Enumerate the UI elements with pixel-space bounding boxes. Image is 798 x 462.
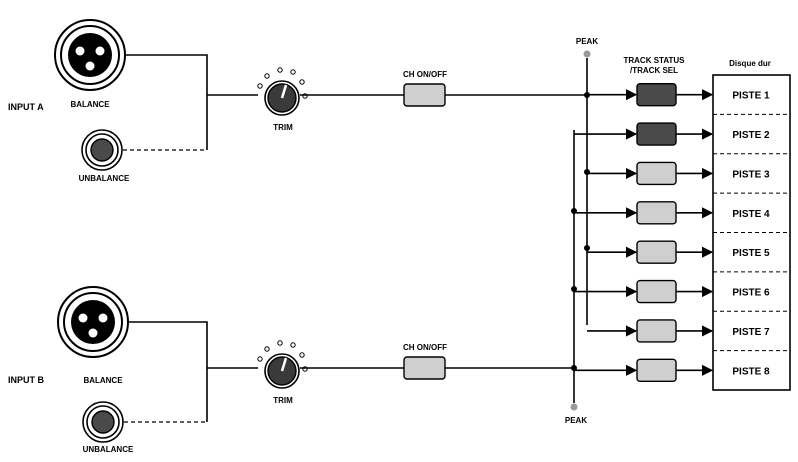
track-label: PISTE 3 — [732, 169, 770, 180]
track-status-button[interactable] — [636, 279, 677, 304]
track-status-button[interactable] — [636, 358, 677, 383]
peak-label-top: PEAK — [576, 37, 598, 46]
unbalance-label: UNBALANCE — [83, 445, 134, 454]
track-label: PISTE 6 — [732, 288, 770, 299]
track-label: PISTE 5 — [732, 248, 770, 259]
track-sel-label: /TRACK SEL — [630, 66, 678, 75]
track-label: PISTE 7 — [732, 327, 770, 338]
peak-label-bottom: PEAK — [565, 416, 587, 425]
disk-label: Disque dur — [729, 59, 771, 68]
track-status-button[interactable] — [636, 82, 677, 107]
track-status-button[interactable] — [636, 201, 677, 225]
ch-on-off-button-b[interactable] — [403, 356, 446, 380]
trim-label: TRIM — [273, 123, 293, 132]
input-a-group: BALANCE UNBALANCE INPUT A TRIM CH ON/OFF — [8, 19, 587, 183]
jack-connector-icon — [82, 401, 124, 443]
track-label: PISTE 2 — [732, 130, 770, 141]
track-status-button[interactable] — [636, 240, 677, 264]
input-b-group: BALANCE UNBALANCE INPUT B TRIM CH ON/OFF — [8, 286, 574, 454]
jack-connector-icon — [81, 129, 123, 171]
trim-label: TRIM — [273, 396, 293, 405]
ch-on-off-label: CH ON/OFF — [403, 70, 447, 79]
routing-bus — [571, 58, 590, 403]
peak-led-icon — [583, 50, 591, 58]
peak-led-icon — [570, 403, 578, 411]
balance-label: BALANCE — [83, 376, 123, 385]
track-status-label: TRACK STATUS — [623, 56, 685, 65]
input-a-label: INPUT A — [8, 102, 44, 112]
xlr-connector-icon — [54, 19, 126, 91]
input-b-label: INPUT B — [8, 375, 45, 385]
tracks-layer: PISTE 1 PISTE 2 PISTE 3 PISTE 4 PISTE 5 PISTE… — [574, 82, 790, 383]
track-label: PISTE 4 — [732, 209, 770, 220]
track-status-button[interactable] — [636, 122, 677, 146]
xlr-connector-icon — [57, 286, 129, 358]
balance-label: BALANCE — [70, 100, 110, 109]
track-label: PISTE 8 — [732, 366, 770, 377]
track-status-button[interactable] — [636, 319, 677, 343]
ch-on-off-label: CH ON/OFF — [403, 343, 447, 352]
ch-on-off-button-a[interactable] — [403, 83, 446, 107]
trim-knob-icon[interactable] — [257, 340, 308, 389]
track-label: PISTE 1 — [732, 91, 770, 102]
unbalance-label: UNBALANCE — [79, 174, 130, 183]
track-status-button[interactable] — [636, 161, 677, 186]
trim-knob-icon[interactable] — [257, 67, 308, 116]
